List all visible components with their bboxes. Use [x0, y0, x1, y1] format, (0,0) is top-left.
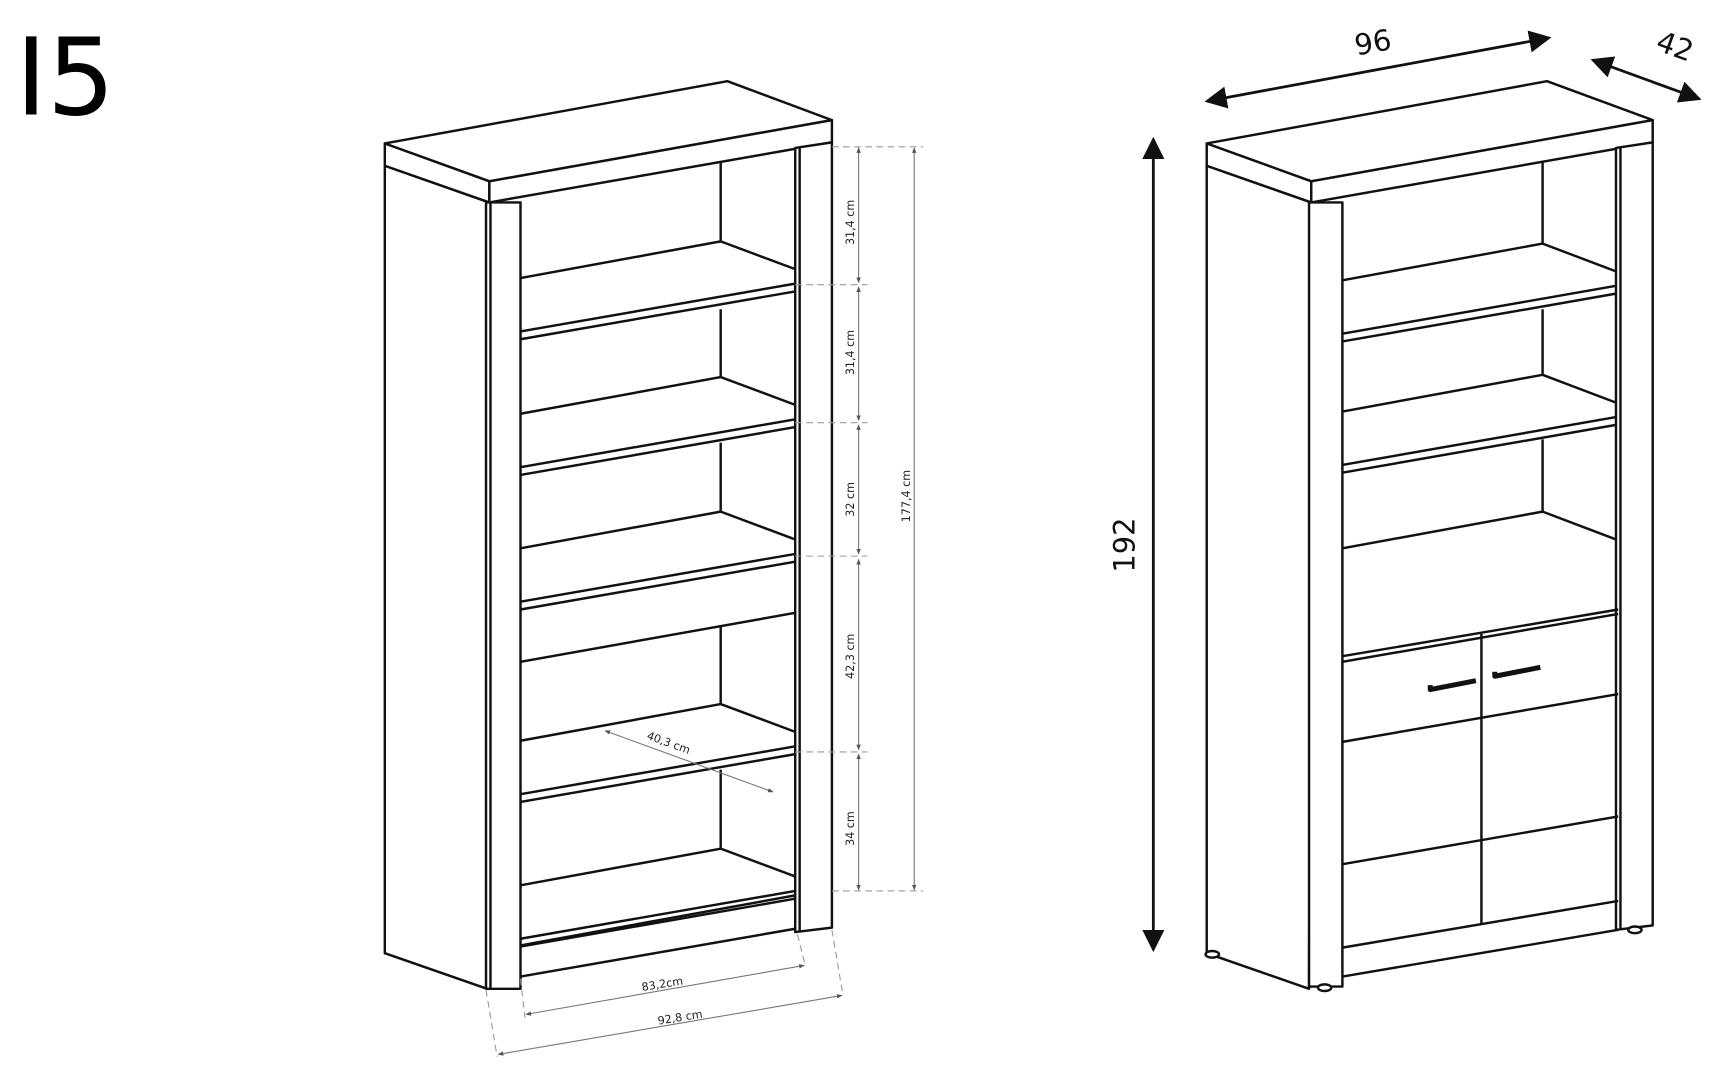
- shelf-edge: [1542, 242, 1617, 273]
- shelf-edge: [520, 290, 796, 341]
- dim-shelf-2: 31,4 cm: [844, 330, 857, 375]
- dim-shelf-3: 32 cm: [844, 482, 857, 517]
- dim-shelf-depth: 40,3 cm: [645, 729, 692, 757]
- shelf-edge: [520, 375, 721, 415]
- shelf-edge: [1342, 423, 1617, 474]
- shelf-edge: [720, 847, 796, 878]
- shelf-edge: [520, 752, 796, 804]
- shelf-edge: [720, 702, 796, 734]
- dim-height: 192: [1107, 517, 1141, 572]
- shelf-edge: [1342, 292, 1617, 343]
- dim-width: 96: [1352, 22, 1394, 62]
- dim-outer-width: 92,8 cm: [657, 1008, 704, 1028]
- shelf-edge: [720, 375, 796, 407]
- dim-inner-height: 177,4 cm: [900, 470, 913, 522]
- shelf-edge: [520, 560, 796, 611]
- shelf-edge: [1342, 242, 1543, 282]
- shelf-edge: [1542, 373, 1617, 404]
- door-handle-left[interactable]: [1427, 678, 1477, 693]
- shelf-edge: [1342, 510, 1543, 550]
- shelf-edge: [520, 745, 796, 796]
- shelf-edge: [1342, 284, 1617, 335]
- shelf-edge: [1342, 415, 1617, 467]
- shelf-edge: [1342, 373, 1543, 413]
- shelf-edge: [1542, 510, 1617, 541]
- model-title: I5: [16, 17, 115, 141]
- door-bookcase-drawing: [1204, 79, 1654, 993]
- shelf-edge: [520, 282, 796, 333]
- dim-shelf-1: 31,4 cm: [844, 200, 857, 245]
- dim-inner-width: 83,2cm: [641, 975, 684, 994]
- shelf-edge: [520, 510, 721, 550]
- dim-depth: 42: [1652, 24, 1698, 69]
- shelf-edge: [520, 847, 721, 887]
- shelf-edge: [520, 889, 796, 940]
- shelf-edge: [520, 425, 796, 477]
- shelf-edge: [720, 240, 796, 271]
- open-bookcase-drawing: [383, 79, 834, 991]
- shelf-edge: [520, 418, 796, 469]
- shelf-edge: [520, 702, 721, 742]
- dimension-lines: 31,4 cm 31,4 cm 32 cm 42,3 cm 34 cm 177,…: [485, 146, 924, 1057]
- shelf-edge: [720, 510, 796, 541]
- shelf-edge: [520, 552, 796, 603]
- shelf-edge: [520, 240, 721, 280]
- shelf-edge: [520, 897, 796, 948]
- door-handle-right[interactable]: [1492, 664, 1541, 679]
- dim-shelf-4: 42,3 cm: [844, 634, 857, 679]
- dim-shelf-5: 34 cm: [844, 811, 857, 846]
